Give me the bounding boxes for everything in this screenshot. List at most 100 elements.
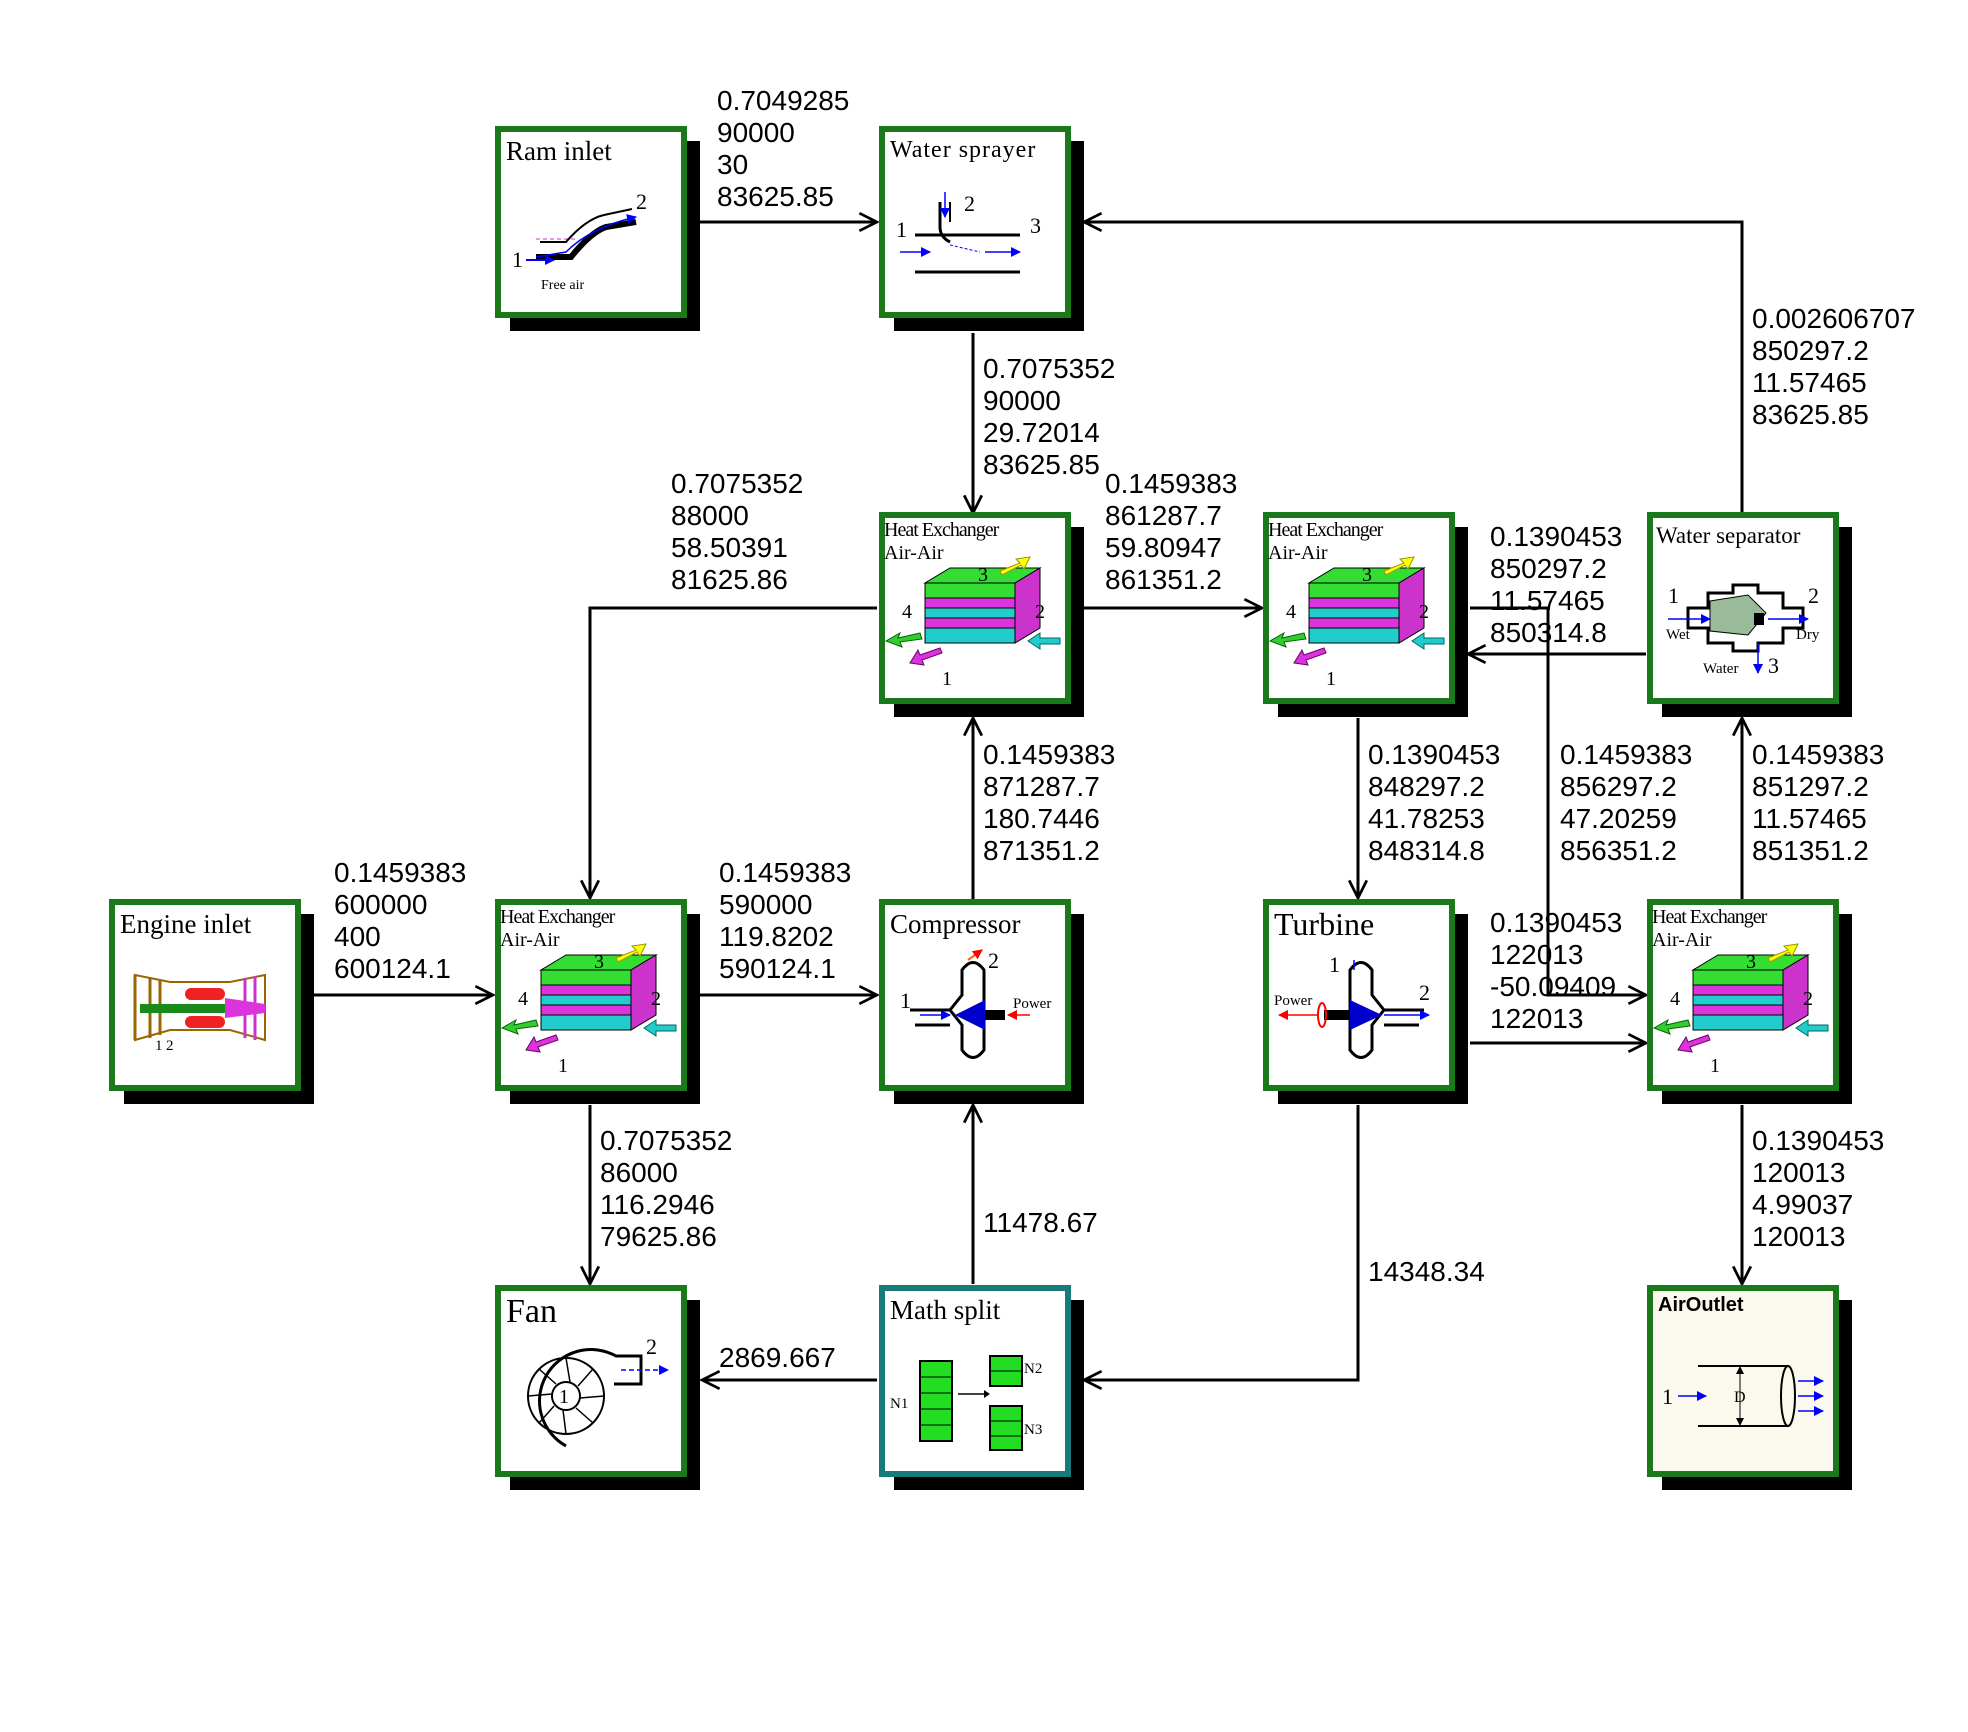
svg-text:2: 2 xyxy=(646,1334,657,1359)
svg-text:Water sprayer: Water sprayer xyxy=(890,137,1036,163)
connections xyxy=(314,222,1742,1380)
svg-text:1: 1 xyxy=(1326,668,1336,690)
fan-icon xyxy=(527,1348,669,1448)
svg-text:2: 2 xyxy=(1808,583,1819,608)
split-icon xyxy=(919,1355,1023,1451)
svg-text:4: 4 xyxy=(518,988,528,1010)
svg-text:2: 2 xyxy=(964,191,975,216)
block-compressor[interactable]: Compressor 1 2 Power xyxy=(879,899,1084,1104)
block-water-sprayer[interactable]: Water sprayer 1 2 3 xyxy=(879,126,1084,331)
block-heat-exchanger-4[interactable]: Heat Exchanger Air-Air 3 4 2 1 xyxy=(1647,899,1852,1104)
stream-hx2-to-hx1: 0.7075352 88000 58.50391 81625.86 xyxy=(671,468,811,595)
svg-text:1: 1 xyxy=(1329,952,1340,977)
block-engine-inlet[interactable]: Engine inlet 1 2 xyxy=(109,899,314,1104)
svg-text:3: 3 xyxy=(978,564,988,586)
svg-text:3: 3 xyxy=(1746,951,1756,973)
block-heat-exchanger-1[interactable]: Heat Exchanger Air-Air 3 4 2 1 xyxy=(495,899,700,1104)
stream-ram-to-sprayer: 0.7049285 90000 30 83625.85 xyxy=(717,85,857,212)
block-fan[interactable]: Fan 1 2 xyxy=(495,1285,700,1490)
svg-text:Free air: Free air xyxy=(541,278,584,293)
svg-text:Dry: Dry xyxy=(1796,627,1820,643)
svg-text:N2: N2 xyxy=(1024,1361,1042,1377)
svg-text:Air-Air: Air-Air xyxy=(1268,542,1328,564)
wire-separator-to-sprayer xyxy=(1084,222,1744,516)
svg-text:2: 2 xyxy=(988,948,999,973)
svg-text:N3: N3 xyxy=(1024,1422,1042,1438)
wire-hx3-out xyxy=(1470,606,1646,995)
svg-text:1: 1 xyxy=(155,1038,163,1054)
svg-text:2: 2 xyxy=(1419,601,1429,623)
svg-text:2: 2 xyxy=(636,189,647,214)
stream-separator-to-sprayer: 0.002606707 850297.2 11.57465 83625.85 xyxy=(1752,303,1923,430)
stream-split-to-compressor: 11478.67 xyxy=(983,1207,1098,1238)
svg-text:Fan: Fan xyxy=(506,1293,557,1330)
block-ram-inlet[interactable]: Ram inlet 1 2 Free air xyxy=(495,126,700,331)
svg-text:1: 1 xyxy=(558,1055,568,1077)
stream-compressor-to-hx2: 0.1459383 871287.7 180.7446 871351.2 xyxy=(983,739,1123,866)
svg-text:4: 4 xyxy=(902,601,912,623)
svg-text:3: 3 xyxy=(1362,564,1372,586)
svg-text:Compressor: Compressor xyxy=(890,909,1021,939)
stream-hx1-to-compressor: 0.1459383 590000 119.8202 590124.1 xyxy=(719,857,859,984)
svg-text:Power: Power xyxy=(1274,993,1312,1009)
svg-text:1: 1 xyxy=(1710,1055,1720,1077)
stream-hx2-to-hx3: 0.1459383 861287.7 59.80947 861351.2 xyxy=(1105,468,1245,595)
block-water-separator[interactable]: Water separator 1 2 3 Wet Dry Water xyxy=(1647,512,1852,717)
jet-engine-icon xyxy=(133,973,266,1042)
stream-hx3-to-turbine: 0.1390453 848297.2 41.78253 848314.8 xyxy=(1368,739,1508,866)
svg-text:Engine inlet: Engine inlet xyxy=(120,909,252,939)
svg-text:Air-Air: Air-Air xyxy=(500,929,560,951)
svg-text:1: 1 xyxy=(1668,583,1679,608)
air-outlet-icon xyxy=(1678,1365,1824,1427)
svg-text:2: 2 xyxy=(1803,988,1813,1010)
turbine-icon xyxy=(1278,960,1430,1059)
svg-text:Ram inlet: Ram inlet xyxy=(506,136,612,166)
svg-text:Power: Power xyxy=(1013,996,1051,1012)
svg-text:2: 2 xyxy=(1035,601,1045,623)
stream-hx4-to-outlet: 0.1390453 120013 4.99037 120013 xyxy=(1752,1125,1892,1252)
svg-text:N1: N1 xyxy=(890,1396,908,1412)
svg-text:3: 3 xyxy=(594,951,604,973)
stream-turbine-to-split: 14348.34 xyxy=(1368,1256,1485,1287)
svg-text:Heat Exchanger: Heat Exchanger xyxy=(1652,906,1768,928)
svg-text:Turbine: Turbine xyxy=(1274,906,1374,942)
stream-split-to-fan: 2869.667 xyxy=(719,1342,836,1373)
sprayer-icon xyxy=(900,192,1021,274)
stream-engine-to-hx1: 0.1459383 600000 400 600124.1 xyxy=(334,857,474,984)
svg-text:1: 1 xyxy=(896,217,907,242)
svg-text:Water: Water xyxy=(1703,661,1738,677)
ram-inlet-icon xyxy=(526,208,637,265)
svg-text:Air-Air: Air-Air xyxy=(884,542,944,564)
block-heat-exchanger-2[interactable]: Heat Exchanger Air-Air 3 4 2 1 xyxy=(879,512,1084,717)
stream-hx1-to-fan: 0.7075352 86000 116.2946 79625.86 xyxy=(600,1125,740,1252)
svg-text:1: 1 xyxy=(559,1386,569,1408)
svg-text:1: 1 xyxy=(512,247,523,272)
svg-text:Water separator: Water separator xyxy=(1656,523,1801,548)
block-air-outlet[interactable]: AirOutlet 1 D xyxy=(1647,1285,1852,1490)
svg-text:Heat Exchanger: Heat Exchanger xyxy=(1268,519,1384,541)
svg-text:4: 4 xyxy=(1286,601,1296,623)
wire-turbine-to-split xyxy=(1084,1105,1360,1380)
block-heat-exchanger-3[interactable]: Heat Exchanger Air-Air 3 4 2 1 xyxy=(1263,512,1468,717)
svg-text:D: D xyxy=(1734,1389,1746,1406)
svg-text:3: 3 xyxy=(1030,213,1041,238)
compressor-icon xyxy=(910,949,1030,1059)
svg-text:Math split: Math split xyxy=(890,1295,1001,1325)
svg-text:2: 2 xyxy=(651,988,661,1010)
svg-text:1: 1 xyxy=(1662,1384,1673,1409)
block-turbine[interactable]: Turbine 1 2 Power xyxy=(1263,899,1468,1104)
svg-text:2: 2 xyxy=(166,1038,174,1054)
block-math-split[interactable]: Math split N1 N2 N3 xyxy=(879,1285,1084,1490)
wire-hx2-to-hx1 xyxy=(590,606,877,898)
svg-text:2: 2 xyxy=(1419,980,1430,1005)
svg-text:4: 4 xyxy=(1670,988,1680,1010)
svg-text:1: 1 xyxy=(942,668,952,690)
svg-text:Wet: Wet xyxy=(1666,627,1691,643)
stream-sprayer-to-hx2: 0.7075352 90000 29.72014 83625.85 xyxy=(983,353,1123,480)
svg-text:Air-Air: Air-Air xyxy=(1652,929,1712,951)
svg-text:AirOutlet: AirOutlet xyxy=(1658,1294,1744,1316)
stream-cross-to-hx4: 0.1459383 856297.2 47.20259 856351.2 xyxy=(1560,739,1700,866)
svg-text:3: 3 xyxy=(1768,653,1779,678)
stream-turbine-to-hx4: 0.1390453 122013 -50.09409 122013 xyxy=(1490,907,1630,1034)
